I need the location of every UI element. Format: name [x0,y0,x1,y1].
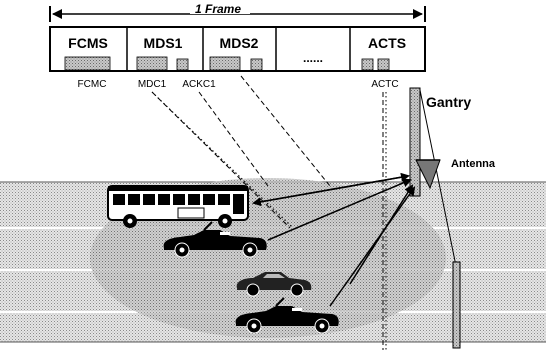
slot-mds1-label: MDS1 [144,35,183,51]
gantry-label: Gantry [426,94,471,110]
channel-fcmc-label: FCMC [78,79,107,90]
slot-acts-label: ACTS [368,35,406,51]
channel-mdc1-label: MDC1 [138,79,167,90]
actc-block-2 [378,59,389,70]
mdc1-block [137,57,167,70]
ackc1-block [177,59,188,70]
mds2-data-block [210,57,240,70]
slot-fcms-label: FCMS [68,35,108,51]
slot-ellipsis-label: ...... [303,51,323,65]
slot-mds2-label: MDS2 [220,35,259,51]
antenna-label: Antenna [451,158,496,170]
actc-block-1 [362,59,373,70]
mds2-ack-block [251,59,262,70]
channel-ackc1-label: ACKC1 [182,79,216,90]
fcmc-block [65,57,110,70]
channel-actc-label: ACTC [371,79,398,90]
frame-span-label: 1 Frame [195,2,241,16]
